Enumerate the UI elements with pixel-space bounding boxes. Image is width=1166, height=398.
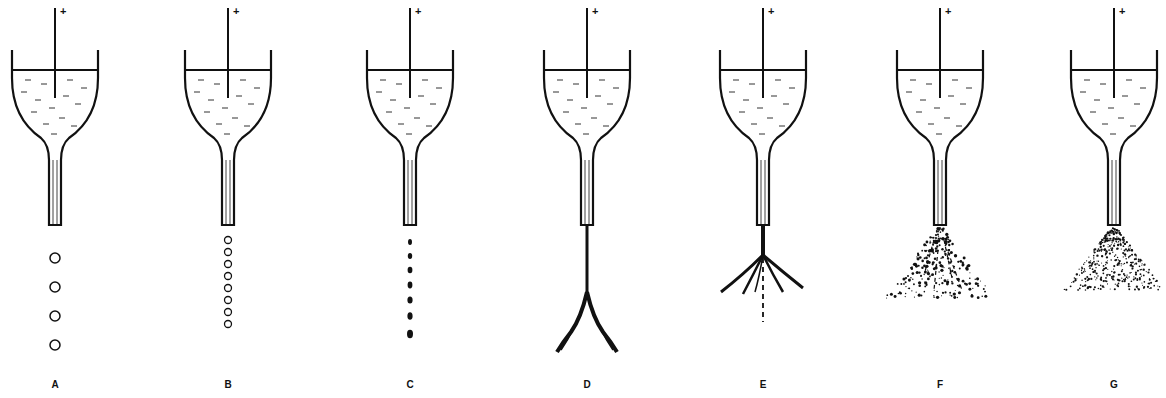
polarity-sign: +: [945, 6, 951, 17]
small-drops: [225, 237, 232, 328]
funnel-g: [1071, 8, 1157, 225]
funnel-f: [897, 8, 983, 225]
funnel-d: [544, 8, 630, 225]
funnel-e: [720, 8, 806, 225]
large-drops: [50, 253, 60, 350]
split-jet: [557, 225, 617, 352]
spindle-drops: [407, 239, 413, 338]
panel-letter: E: [760, 380, 767, 390]
coarse-spray: [886, 227, 987, 299]
polarity-sign: +: [60, 6, 66, 17]
polarity-sign: +: [1119, 6, 1125, 17]
panel-letter: F: [937, 380, 943, 390]
fine-spray: [1064, 227, 1161, 291]
panel-letter: D: [583, 380, 590, 390]
panel-letter: B: [224, 380, 231, 390]
funnel-c: [367, 8, 453, 225]
multi-jet: [721, 225, 803, 322]
polarity-sign: +: [768, 6, 774, 17]
panel-letter: G: [1110, 380, 1118, 390]
polarity-sign: +: [415, 6, 421, 17]
funnel-b: [185, 8, 271, 225]
panel-letter: C: [406, 380, 413, 390]
panel-letter: A: [51, 380, 58, 390]
funnel-a: [12, 8, 98, 225]
polarity-sign: +: [592, 6, 598, 17]
polarity-sign: +: [233, 6, 239, 17]
